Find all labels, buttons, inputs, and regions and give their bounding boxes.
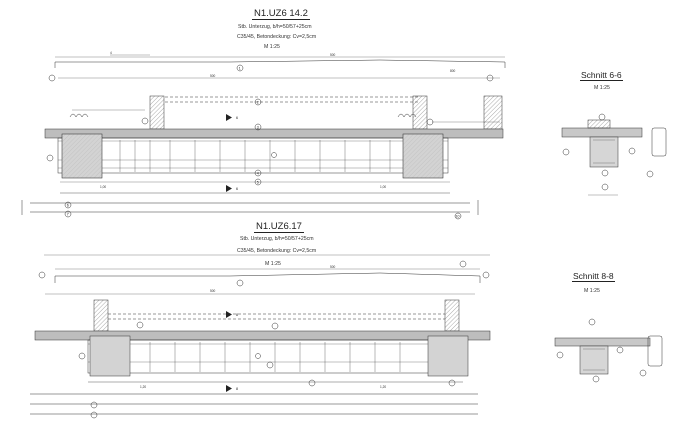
stirrup-shape-6 — [651, 127, 667, 157]
cut-label-2: 8 — [236, 313, 238, 317]
marker-label-10: 10 — [456, 214, 460, 218]
stirrup-shape-8 — [647, 335, 663, 367]
marker-label-2: 2 — [257, 100, 259, 104]
drawing-2-scale: M 1:25 — [265, 261, 281, 267]
beam-body-2 — [87, 339, 464, 374]
svg-text:4: 4 — [110, 51, 112, 55]
stirrups-1 — [119, 140, 391, 172]
marker-label-4: 4 — [257, 171, 259, 175]
cut-arrow-1 — [226, 114, 232, 121]
section-6-6 — [561, 113, 667, 196]
marker-1-top — [236, 64, 244, 72]
drawing-1-title: N1.UZ6 14.2 — [252, 8, 310, 20]
marker-label-3: 3 — [257, 125, 259, 129]
drawing-1-description: Stb. Unterzug, b/h=50/57+25cm — [238, 24, 312, 30]
svg-text:500: 500 — [330, 53, 336, 57]
cut-label-1b: 6 — [236, 187, 238, 191]
section-6-title: Schnitt 6-6 — [580, 70, 623, 81]
drawing-1-concrete: C35/45, Betondeckung: Cv=2,5cm — [237, 34, 317, 40]
drawing-2-title: N1.UZ6.17 — [254, 221, 304, 233]
drawing-1-scale: M 1:25 — [264, 44, 280, 50]
drawing-2 — [30, 254, 491, 419]
section-8-slab — [554, 337, 651, 347]
svg-text:1,20: 1,20 — [140, 385, 146, 389]
section-6-beam — [589, 136, 619, 168]
spiral-right-1 — [397, 113, 417, 118]
support-left-2 — [89, 335, 131, 377]
support-right-2 — [427, 335, 469, 377]
svg-text:500: 500 — [210, 74, 216, 78]
spiral-left-1 — [69, 113, 89, 118]
svg-text:1,00: 1,00 — [100, 185, 106, 189]
section-8-beam — [579, 345, 609, 375]
section-6-slab — [561, 127, 643, 138]
beam-body-1 — [57, 137, 449, 174]
marker-label-7: 7 — [67, 212, 69, 216]
annotation-text: 500 4 500 800 1,00 1,00 500 500 1,20 1,20 — [100, 51, 456, 389]
drawing-2-concrete: C35/45, Betondeckung: Cv=2,5cm — [237, 248, 317, 254]
svg-text:500: 500 — [330, 265, 336, 269]
marker-label-1: 1 — [239, 66, 241, 70]
drawing-2-description: Stb. Unterzug, b/h=50/57+25cm — [240, 236, 314, 242]
column-left-top-1 — [149, 95, 165, 130]
svg-text:500: 500 — [210, 289, 216, 293]
svg-text:800: 800 — [450, 69, 456, 73]
cut-label-2b: 8 — [236, 387, 238, 391]
section-8-title: Schnitt 8-8 — [572, 271, 615, 282]
section-8-scale: M 1:25 — [584, 288, 600, 294]
wall-right-1 — [483, 95, 503, 130]
top-bar-1 — [54, 59, 506, 68]
svg-text:1,20: 1,20 — [380, 385, 386, 389]
section-8-8 — [554, 318, 663, 383]
drawing-1 — [21, 54, 506, 220]
column-right-top-1 — [412, 95, 428, 130]
marker-label-6: 6 — [67, 203, 69, 207]
svg-text:1,00: 1,00 — [380, 185, 386, 189]
cut-label-1: 6 — [236, 116, 238, 120]
marker-label-5: 5 — [257, 180, 259, 184]
section-6-scale: M 1:25 — [594, 85, 610, 91]
top-bar-2 — [54, 272, 481, 283]
